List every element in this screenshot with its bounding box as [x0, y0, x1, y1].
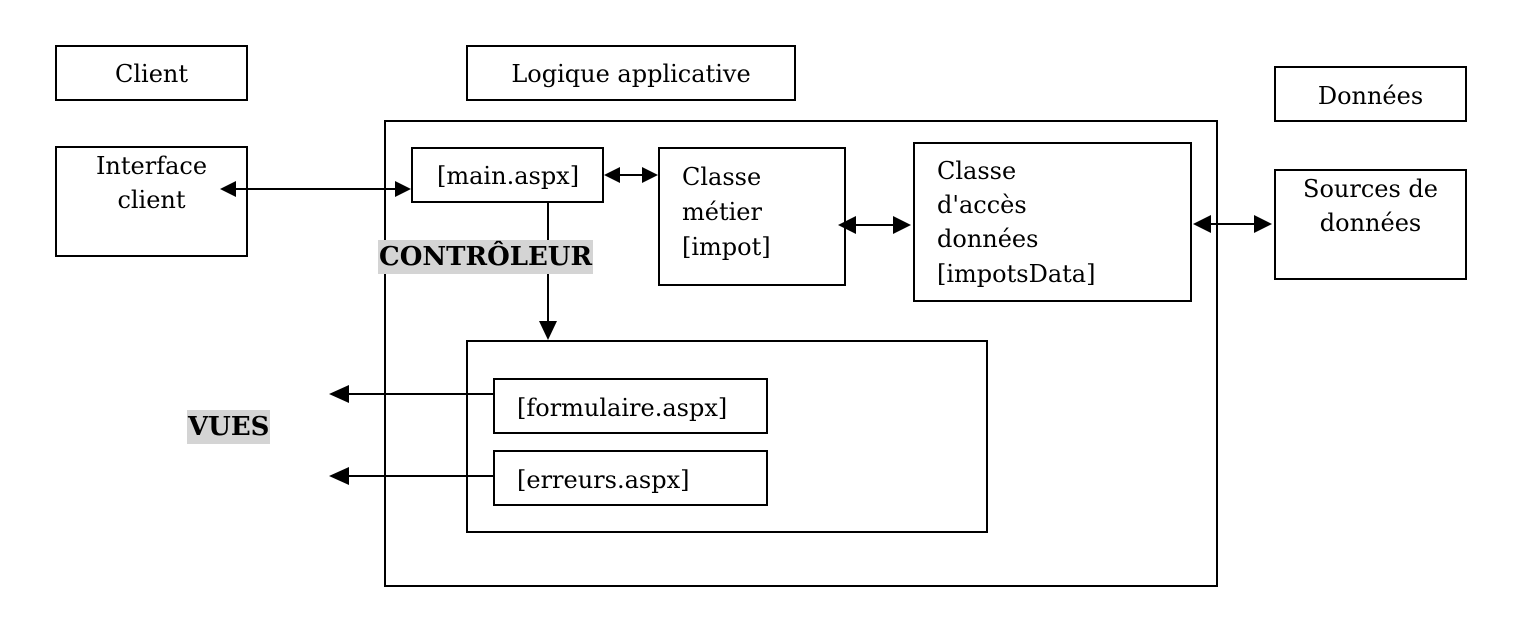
arrowhead-right-icon: [642, 167, 658, 183]
interface-client-box: Interface client: [55, 146, 248, 257]
donnees-header-box: Données: [1274, 66, 1467, 122]
classe-acces-line3: données: [937, 225, 1039, 253]
vues-label: VUES: [187, 410, 271, 444]
formulaire-aspx-label: [formulaire.aspx]: [517, 394, 728, 422]
client-header-box: Client: [55, 45, 248, 101]
sources-donnees-line2: données: [1319, 209, 1422, 237]
sources-donnees-line1: Sources de: [1303, 175, 1438, 203]
interface-client-line1: Interface: [95, 152, 208, 180]
logique-header-label: Logique applicative: [511, 60, 751, 88]
sources-donnees-box: Sources de données: [1274, 169, 1467, 280]
erreurs-aspx-box: [erreurs.aspx]: [493, 450, 768, 506]
classe-acces-line2: d'accès: [937, 191, 1027, 219]
controleur-label: CONTRÔLEUR: [378, 240, 594, 274]
classe-metier-line1: Classe: [682, 163, 762, 191]
client-header-label: Client: [114, 60, 189, 88]
classe-metier-line3: [impot]: [682, 233, 771, 261]
arrowhead-left-icon: [838, 216, 856, 234]
classe-metier-line2: métier: [682, 198, 762, 226]
donnees-header-label: Données: [1317, 82, 1424, 110]
erreurs-aspx-label: [erreurs.aspx]: [517, 466, 690, 494]
arrowhead-down-icon: [539, 321, 557, 340]
arrowhead-right-icon: [1254, 215, 1272, 233]
interface-client-line2: client: [117, 186, 186, 214]
arrowhead-right-icon: [893, 216, 911, 234]
classe-acces-line1: Classe: [937, 157, 1017, 185]
arrowhead-left-icon: [329, 385, 349, 403]
main-aspx-label: [main.aspx]: [437, 162, 580, 190]
arrowhead-left-icon: [604, 167, 620, 183]
arrowhead-left-icon: [220, 181, 236, 197]
main-aspx-box: [main.aspx]: [411, 147, 604, 203]
classe-acces-line4: [impotsData]: [937, 260, 1096, 288]
formulaire-aspx-box: [formulaire.aspx]: [493, 378, 768, 434]
arrowhead-right-icon: [395, 181, 411, 197]
classe-acces-donnees-box: Classe d'accès données [impotsData]: [913, 142, 1192, 302]
logique-header-box: Logique applicative: [466, 45, 796, 101]
classe-metier-box: Classe métier [impot]: [658, 147, 846, 286]
arrowhead-left-icon: [1193, 215, 1211, 233]
arrowhead-left-icon: [329, 467, 349, 485]
